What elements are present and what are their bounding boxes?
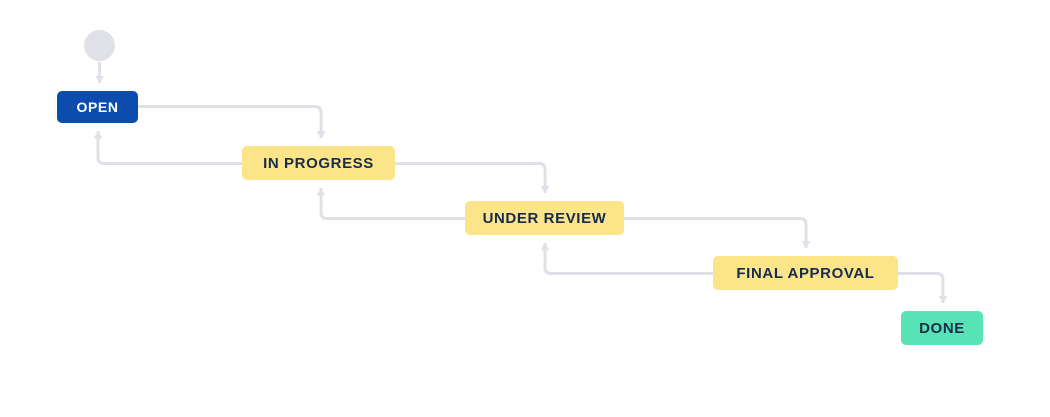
- connector-under-review-to-final-approval: [624, 217, 811, 249]
- status-node-final-approval-label: FINAL APPROVAL: [736, 264, 875, 282]
- connector-under-review-to-in-progress: [316, 187, 465, 220]
- status-node-done-label: DONE: [919, 319, 965, 337]
- connector-open-to-in-progress: [138, 105, 326, 139]
- status-node-final-approval[interactable]: FINAL APPROVAL: [713, 256, 898, 290]
- start-node: [84, 30, 115, 61]
- status-node-open-label: OPEN: [76, 99, 119, 115]
- status-node-in-progress[interactable]: IN PROGRESS: [242, 146, 395, 180]
- status-node-in-progress-label: IN PROGRESS: [263, 154, 374, 172]
- status-node-done[interactable]: DONE: [901, 311, 983, 345]
- status-node-under-review[interactable]: UNDER REVIEW: [465, 201, 624, 235]
- status-node-under-review-label: UNDER REVIEW: [482, 209, 607, 227]
- connector-in-progress-to-under-review: [395, 162, 550, 194]
- connector-final-approval-to-under-review: [540, 242, 713, 275]
- connector-final-approval-to-done: [898, 272, 948, 304]
- connector-in-progress-to-open: [93, 130, 242, 165]
- status-node-open[interactable]: OPEN: [57, 91, 138, 123]
